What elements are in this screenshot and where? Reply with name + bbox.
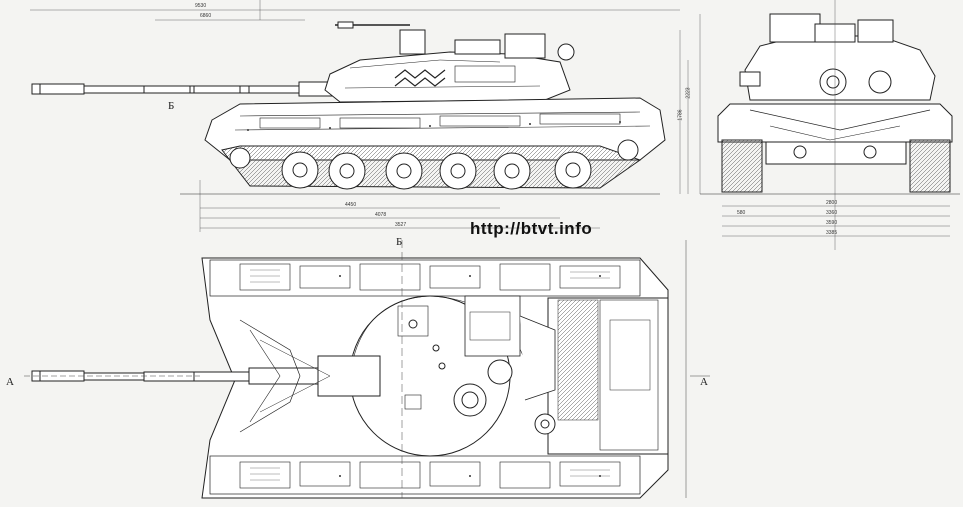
- dimension-height-2: 1786: [677, 109, 684, 121]
- dimension-side-3: 3527: [395, 222, 407, 228]
- front-view: [699, 0, 960, 250]
- side-view: [30, 0, 689, 232]
- dimension-side-1: 4450: [345, 202, 357, 208]
- dimension-front-4: 3385: [826, 230, 838, 236]
- top-turret: [349, 295, 556, 457]
- top-view: [24, 240, 710, 499]
- side-gun-barrel: [31, 81, 345, 97]
- side-turret: [324, 51, 571, 103]
- dimension-height-1: 2223: [685, 87, 692, 99]
- section-label-left-a: А: [6, 376, 14, 388]
- dimension-front-5: 580: [737, 210, 746, 216]
- dimension-front-3: 3590: [826, 220, 838, 226]
- dimension-front-2: 3360: [826, 210, 838, 216]
- side-road-wheels: [229, 139, 639, 190]
- side-hull: [204, 97, 666, 161]
- section-label-side-b: Б: [168, 100, 175, 112]
- dimension-mid-length: 6860: [200, 13, 212, 19]
- watermark-url: http://btvt.info: [470, 219, 593, 238]
- side-track: [221, 145, 642, 189]
- dimension-front-1: 2800: [826, 200, 838, 206]
- section-label-right-a: А: [700, 376, 708, 388]
- section-label-top-b: Б: [396, 236, 403, 248]
- top-gun-barrel: [31, 355, 381, 397]
- dimension-overall-length: 9530: [195, 3, 207, 9]
- detail-marks: [247, 121, 621, 477]
- dimension-side-2: 4078: [375, 212, 387, 218]
